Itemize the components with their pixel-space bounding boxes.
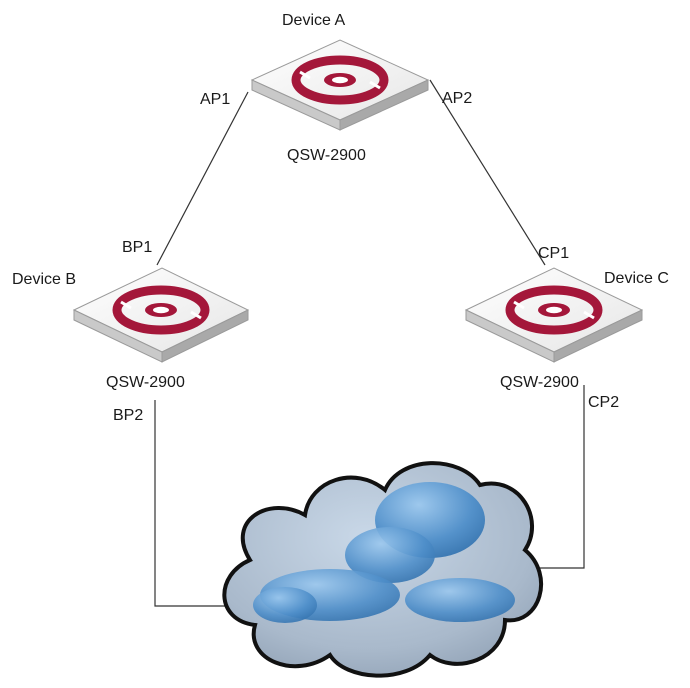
device-a-model-label: QSW-2900	[287, 147, 366, 164]
device-a-label: Device A	[282, 12, 345, 29]
logo-icon	[291, 55, 389, 105]
port-label-bp1: BP1	[122, 239, 152, 256]
switch-icon-device-b	[72, 267, 250, 363]
port-label-ap1: AP1	[200, 91, 230, 108]
logo-icon	[505, 285, 603, 335]
link-b-cloud	[154, 400, 240, 607]
port-label-ap2: AP2	[442, 90, 472, 107]
port-label-cp2: CP2	[588, 394, 619, 411]
links	[154, 79, 585, 607]
device-b-model-label: QSW-2900	[106, 374, 185, 391]
link-a-c	[429, 79, 546, 266]
port-label-bp2: BP2	[113, 407, 143, 424]
device-c-label: Device C	[604, 270, 669, 287]
port-label-cp1: CP1	[538, 245, 569, 262]
switch-icon-device-a	[250, 39, 430, 131]
logo-icon	[112, 285, 210, 335]
device-b-label: Device B	[12, 271, 76, 288]
link-a-b	[156, 91, 249, 266]
switch-icon-device-c	[464, 267, 644, 363]
cloud-icon	[222, 461, 543, 678]
device-c-model-label: QSW-2900	[500, 374, 579, 391]
link-c-cloud	[530, 385, 585, 569]
